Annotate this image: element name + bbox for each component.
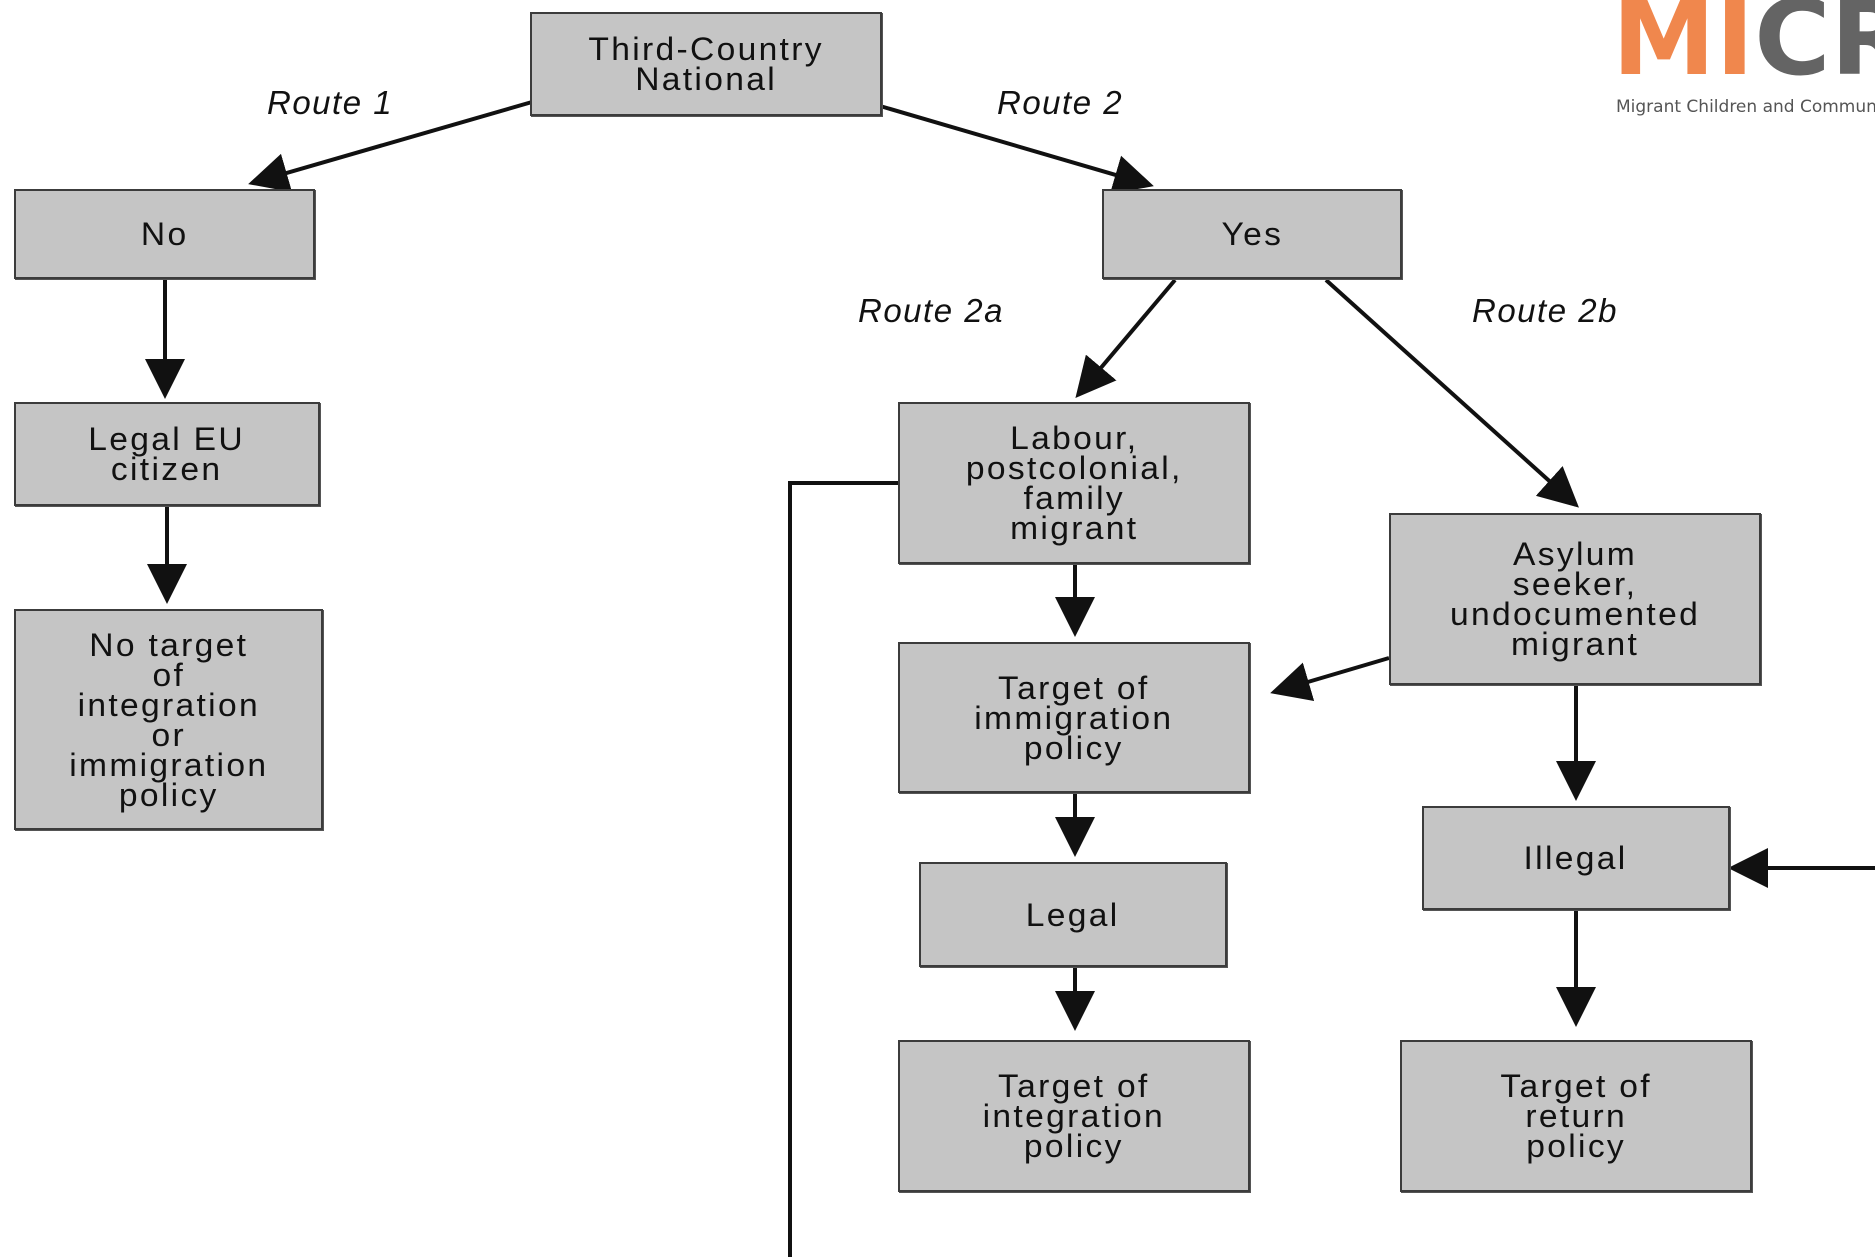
node-third-country-national-text: Third-Country National [588,31,824,97]
arrow-asylum-to-target-immigration [1270,656,1390,701]
node-no-target-text: No target of integration or immigration … [68,626,269,813]
logo-mark-orange: MI [1612,0,1755,99]
node-yes: Yes [1102,189,1402,279]
node-no-target: No target of integration or immigration … [14,609,323,830]
node-asylum-seeker: Asylum seeker, undocumented migrant [1389,513,1761,685]
node-target-immigration-policy: Target of immigration policy [898,642,1250,793]
arrow-third-to-no [248,100,533,193]
node-target-immigration-text: Target of immigration policy [974,669,1174,766]
arrow-third-to-yes [879,104,1154,195]
node-illegal: Illegal [1422,806,1730,910]
route-2-label: Route 2 [997,84,1124,121]
node-target-integration-policy: Target of integration policy [898,1040,1250,1192]
logo-tagline: Migrant Children and Communit [1616,97,1875,117]
arrow-yes-to-asylum [1324,278,1579,508]
route-1-label: Route 1 [267,84,394,121]
node-target-return-policy: Target of return policy [1400,1040,1752,1192]
node-labour-postcolonial-family-migrant: Labour, postcolonial, family migrant [898,402,1250,564]
node-asylum-text: Asylum seeker, undocumented migrant [1449,536,1701,662]
logo-mark-grey: CR [1754,0,1875,99]
node-no-text: No [140,216,189,252]
micr-logo-mark: MICR [1612,0,1875,90]
node-target-return-text: Target of return policy [1500,1068,1652,1164]
node-legal-eu-citizen: Legal EU citizen [14,402,320,506]
node-legal-eu-citizen-text: Legal EU citizen [88,421,246,487]
node-no: No [14,189,315,279]
micr-logo: MICR Migrant Children and Communit [1612,0,1875,125]
connector-labour-left-down [788,481,898,1257]
node-legal-text: Legal [1026,896,1120,933]
node-labour-text: Labour, postcolonial, family migrant [965,420,1183,546]
node-illegal-text: Illegal [1524,840,1628,876]
node-third-country-national: Third-Country National [530,12,882,116]
arrow-yes-to-labour [1075,278,1177,399]
route-2b-label: Route 2b [1472,292,1618,329]
node-target-integration-text: Target of integration policy [982,1068,1166,1164]
node-yes-text: Yes [1221,216,1283,252]
route-2a-label: Route 2a [858,292,1004,329]
node-legal: Legal [919,862,1227,967]
